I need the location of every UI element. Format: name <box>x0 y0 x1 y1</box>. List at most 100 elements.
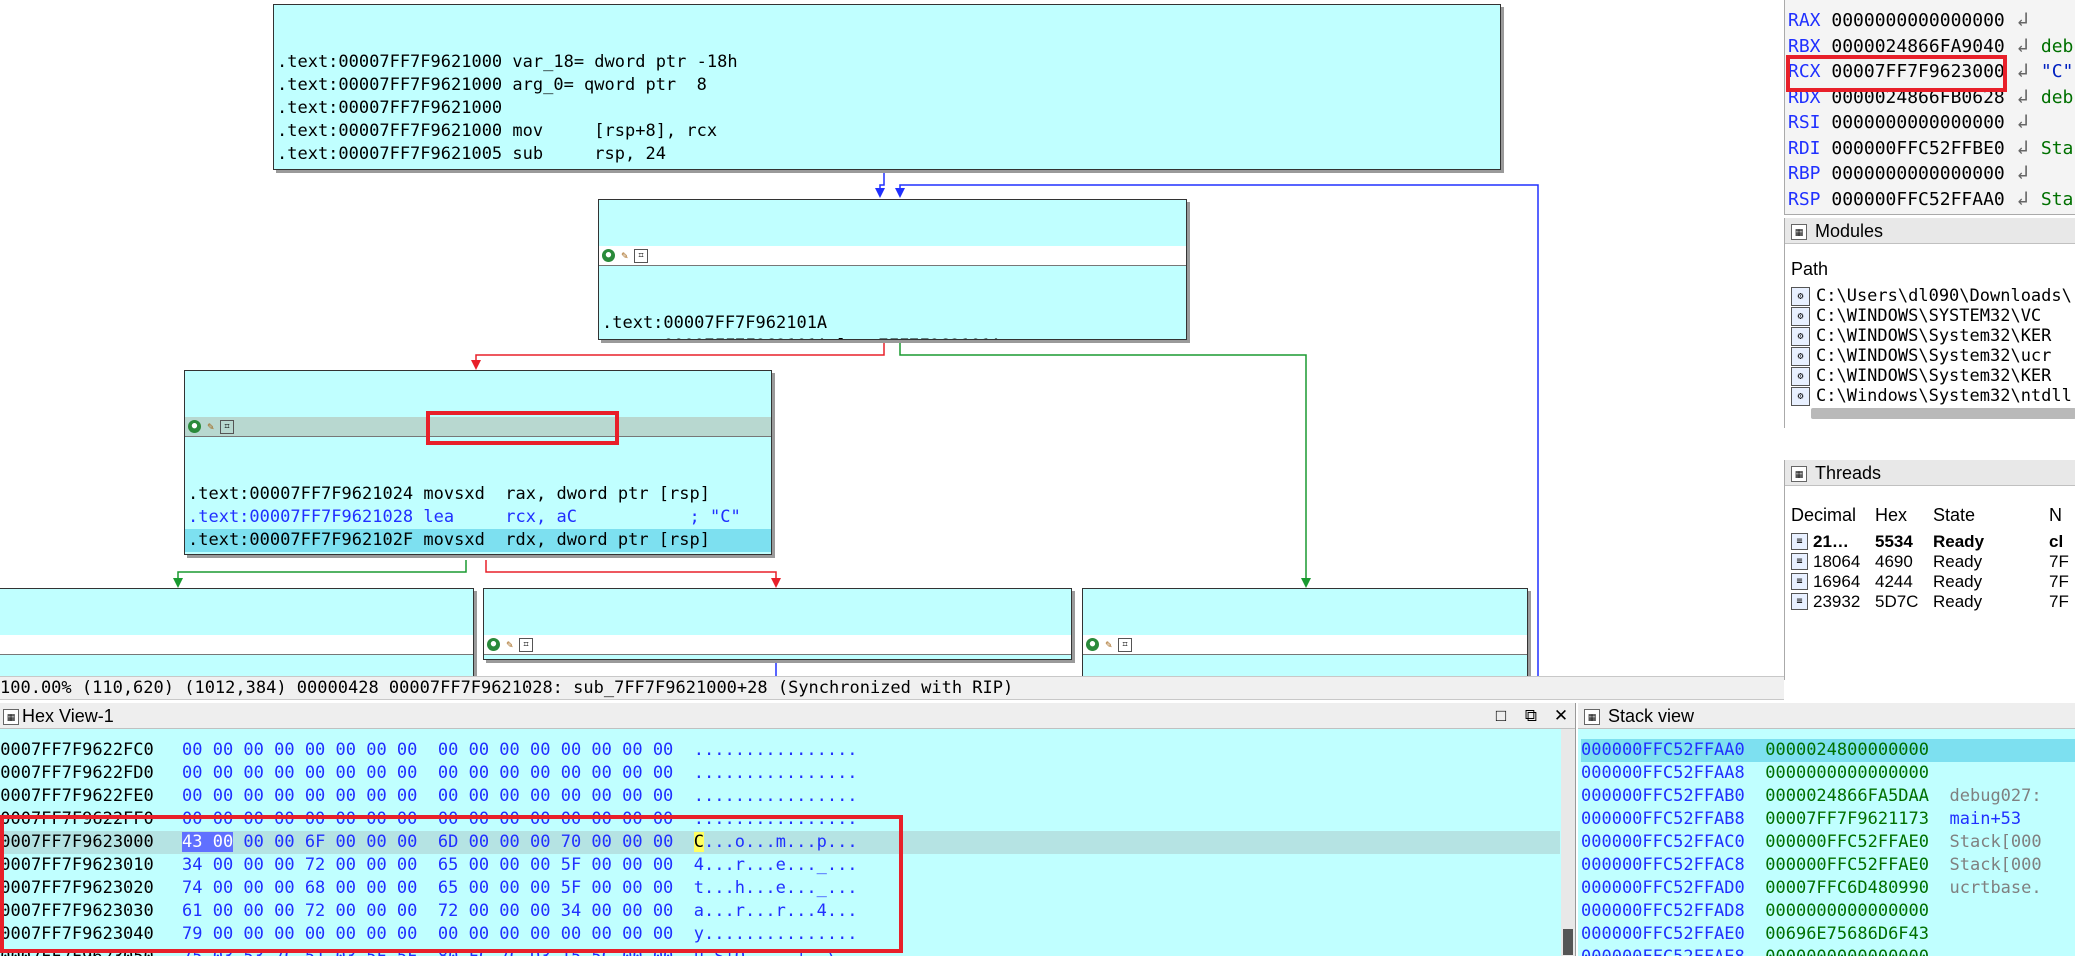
module-row[interactable]: ⚙C:\WINDOWS\System32\KER <box>1791 326 2051 346</box>
group-icon[interactable]: ⌗ <box>634 248 648 263</box>
code-line[interactable]: .text:00007FF7F9621028 lea rcx, aC ; "C" <box>185 506 771 529</box>
register-value[interactable]: 0000000000000000 <box>1831 112 2005 133</box>
module-row[interactable]: ⚙C:\Users\dl090\Downloads\ <box>1791 286 2072 306</box>
code-block-loop[interactable]: ● ✎ ⌗ .text:00007FF7F962101A.text:00007F… <box>598 199 1187 340</box>
hex-bytes-group1[interactable]: 61 00 00 00 72 00 00 00 <box>182 901 418 921</box>
rename-icon[interactable]: ✎ <box>1105 638 1112 651</box>
jump-arrow-icon[interactable]: ↲ <box>2004 134 2041 159</box>
code-line[interactable]: .text:00007FF7F9621000 var_18= dword ptr… <box>274 51 1500 74</box>
code-block-entry[interactable]: .text:00007FF7F9621000 var_18= dword ptr… <box>273 4 1501 170</box>
registers-pane[interactable]: RAX 0000000000000000 ↲ RBX 0000024866FA9… <box>1784 0 2075 215</box>
close-button[interactable]: ✕ <box>1553 706 1569 725</box>
hex-bytes-group1[interactable]: 00 00 00 00 00 00 00 00 <box>182 809 418 829</box>
code-line[interactable]: .text:00007FF7F9621024 movsxd rax, dword… <box>185 483 771 506</box>
stack-row[interactable]: 000000FFC52FFAD0 00007FFC6D480990 ucrtba… <box>1581 877 2075 900</box>
threads-column-header[interactable]: Decimal <box>1791 505 1857 525</box>
register-value[interactable]: 00007FF7F9623000 <box>1831 61 2005 82</box>
hex-selected-bytes[interactable]: 43 00 <box>182 832 234 852</box>
stack-value[interactable]: 000000FFC52FFAE0 <box>1765 832 1930 852</box>
stack-row[interactable]: 000000FFC52FFAC8 000000FFC52FFAE0 Stack[… <box>1581 854 2075 877</box>
color-icon[interactable]: ● <box>487 638 500 651</box>
code-line[interactable]: .text:00007FF7F9621033 mov r8, [rsp+32] <box>185 552 771 554</box>
code-line[interactable]: .text:00007FF7F9621005 sub rsp, 24 <box>274 143 1500 166</box>
register-value[interactable]: 000000FFC52FFAA0 <box>1831 188 2005 210</box>
threads-column-header[interactable]: State <box>1933 505 1976 525</box>
hex-ascii[interactable]: ................ <box>693 786 858 806</box>
stack-value[interactable]: 000000FFC52FFAE0 <box>1765 855 1930 875</box>
hex-ascii[interactable]: ...o...m...p... <box>704 832 858 852</box>
color-icon[interactable]: ● <box>1086 638 1099 651</box>
stack-row[interactable]: 000000FFC52FFAD8 0000000000000000 <box>1581 900 2075 923</box>
jump-arrow-icon[interactable]: ↲ <box>2004 83 2041 108</box>
rename-icon[interactable]: ✎ <box>207 420 214 433</box>
register-value[interactable]: 0000024866FA9040 <box>1831 35 2005 57</box>
stack-value[interactable]: 00007FFC6D480990 <box>1765 878 1930 898</box>
color-icon[interactable]: ● <box>188 420 201 433</box>
jump-arrow-icon[interactable]: ↲ <box>2004 7 2041 31</box>
register-value[interactable]: 0000000000000000 <box>1831 163 2005 184</box>
stack-value[interactable]: 0000000000000000 <box>1765 947 1929 956</box>
scroll-thumb[interactable] <box>1563 929 1573 955</box>
rename-icon[interactable]: ✎ <box>621 249 628 262</box>
stack-value[interactable]: 00696E75686D6F43 <box>1765 924 1930 944</box>
code-line[interactable]: .text:00007FF7F962101A <box>599 312 1186 335</box>
group-icon[interactable]: ⌗ <box>519 637 533 652</box>
hex-bytes-group1[interactable]: 00 00 00 00 00 00 00 00 <box>182 740 418 760</box>
hex-bytes-group1[interactable]: 74 00 00 00 68 00 00 00 <box>182 878 418 898</box>
hex-ascii[interactable]: ................ <box>693 809 858 829</box>
jump-arrow-icon[interactable]: ↲ <box>2004 160 2041 184</box>
hex-bytes-group2[interactable]: 00 00 00 00 00 00 00 00 <box>437 786 674 806</box>
module-row[interactable]: ⚙C:\WINDOWS\System32\KER <box>1791 366 2051 386</box>
stack-row[interactable]: 000000FFC52FFAB0 0000024866FA5DAA debug0… <box>1581 785 2075 808</box>
code-block-left[interactable]: 7FF7F96210467FF7F9621046 loc_7FF7F962104… <box>0 588 474 676</box>
hex-bytes-group2[interactable]: 65 00 00 00 5F 00 00 00 <box>437 855 674 875</box>
code-block-xor[interactable]: ● ✎ ⌗ .text:00007FF7F9621042 xor eax, ea… <box>483 588 1072 660</box>
stack-row[interactable]: 000000FFC52FFAB8 00007FF7F9621173 main+5… <box>1581 808 2075 831</box>
hex-bytes-group2[interactable]: 00 00 00 00 00 00 00 00 <box>437 924 674 944</box>
stack-value[interactable]: 0000000000000000 <box>1765 901 1930 921</box>
stack-row[interactable]: 000000FFC52FFAC0 000000FFC52FFAE0 Stack[… <box>1581 831 2075 854</box>
register-rsi[interactable]: RSI 0000000000000000 ↲ <box>1788 108 2041 134</box>
stack-value[interactable]: 0000024800000000 <box>1765 740 1930 760</box>
group-icon[interactable]: ⌗ <box>220 419 234 434</box>
hex-ascii[interactable]: ................ <box>693 763 858 783</box>
hex-ascii[interactable]: ................ <box>693 740 858 760</box>
hex-bytes-group1[interactable]: 00 00 00 00 00 00 00 00 <box>182 786 418 806</box>
code-block-compare[interactable]: ● ✎ ⌗ .text:00007FF7F9621024 movsxd rax,… <box>184 370 772 555</box>
hex-bytes-group2[interactable]: 00 00 00 00 00 00 00 00 <box>437 763 674 783</box>
module-row[interactable]: ⚙C:\WINDOWS\System32\ucr <box>1791 346 2051 366</box>
hex-ascii[interactable]: y............... <box>693 924 858 944</box>
jump-arrow-icon[interactable]: ↲ <box>2004 185 2041 210</box>
stack-row[interactable]: 000000FFC52FFAE8 0000000000000000 <box>1581 946 2075 956</box>
stack-value[interactable]: 0000024866FA5DAA <box>1765 786 1930 806</box>
register-rcx[interactable]: RCX 00007FF7F9623000 ↲ "C" <box>1788 57 2073 83</box>
threads-column-header[interactable]: Hex <box>1875 505 1908 525</box>
hex-bytes-group1[interactable]: 34 00 00 00 72 00 00 00 <box>182 855 418 875</box>
group-icon[interactable]: ⌗ <box>1118 637 1132 652</box>
restore-button[interactable]: ⧉ <box>1524 706 1538 725</box>
hex-ascii[interactable]: t...h...e..._... <box>693 878 858 898</box>
stack-row[interactable]: 000000FFC52FFAE0 00696E75686D6F43 <box>1581 923 2075 946</box>
hex-selected-char[interactable]: C <box>693 832 705 852</box>
jump-arrow-icon[interactable]: ↲ <box>2004 58 2041 82</box>
modules-pane[interactable]: ▦ Modules Path ⚙C:\Users\dl090\Downloads… <box>1784 218 2075 428</box>
module-row[interactable]: ⚙C:\WINDOWS\SYSTEM32\VC <box>1791 306 2041 326</box>
color-icon[interactable]: ● <box>602 249 615 262</box>
stack-row[interactable]: 000000FFC52FFAA0 0000024800000000 <box>1581 739 2075 762</box>
modules-hscrollbar[interactable] <box>1811 408 2075 419</box>
code-block-right[interactable]: ● ✎ ⌗ .text:00007FF7F9621048.text:00007F… <box>1082 588 1528 676</box>
code-line[interactable]: .text:00007FF7F9621009 mov dword ptr [rs… <box>274 166 1500 169</box>
rename-icon[interactable]: ✎ <box>506 638 513 651</box>
threads-column-header[interactable]: N <box>2049 505 2062 525</box>
